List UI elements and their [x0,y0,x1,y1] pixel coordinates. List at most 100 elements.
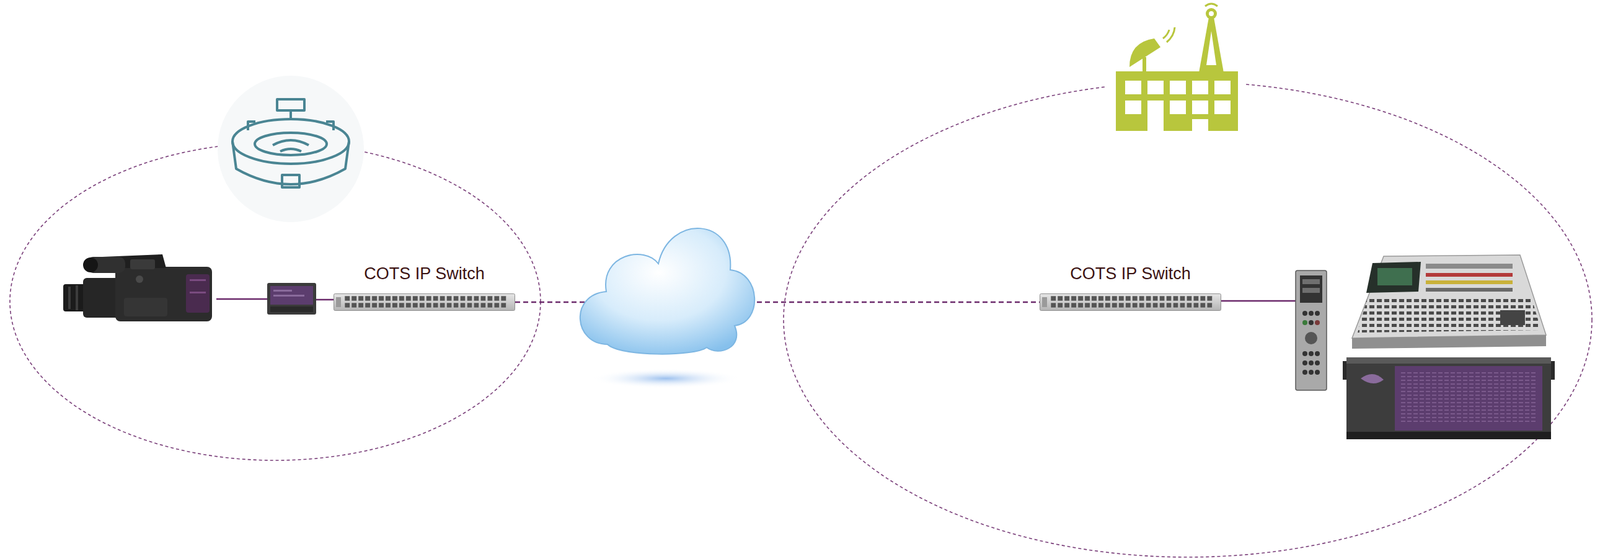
switch-chassis [1042,296,1048,307]
broadcast-building-icon [1115,8,1238,131]
cable-wire [216,298,1296,301]
switch-port [1105,295,1111,301]
broadcast-building-icon [1166,27,1175,43]
switch-port [392,302,398,308]
broadcast-building-icon [1198,17,1224,73]
remote-control-panel [1302,287,1320,293]
processing-frame [1342,357,1555,439]
switch-port [1206,302,1212,308]
switch-port [1152,302,1158,308]
stadium-icon [217,75,364,222]
broadcast-building-icon [1206,30,1217,66]
gateway-box [270,285,314,305]
switch-port [1166,295,1172,301]
processing-frame [1346,357,1552,364]
switch-port [1159,295,1165,301]
switch-port [466,302,472,308]
switch-port [1159,302,1165,308]
ip-switch: COTS IP Switch [1039,263,1222,311]
switch-label: COTS IP Switch [1039,263,1222,284]
broadcast-building-icon [1169,100,1186,115]
switch-port [1138,295,1144,301]
switch-port [399,295,405,301]
switch-port [1125,295,1131,301]
switch-port [1105,302,1111,308]
switch-port [500,302,506,308]
camera-illustration [75,285,79,310]
switcher-console [1500,309,1525,325]
broadcast-building-icon [1205,8,1217,20]
stadium-icon [247,121,256,131]
remote-control-panel [1314,360,1320,366]
switch-port [412,295,418,301]
switcher-console [1357,296,1542,333]
switcher-console [1425,272,1513,277]
stadium-icon [326,121,334,131]
switch-port [378,302,384,308]
switch-port [1193,295,1199,301]
switch-port [351,302,357,308]
broadcast-building-icon [1192,119,1209,131]
gateway-box [270,306,314,312]
switch-port [446,295,452,301]
switch-port [480,302,486,308]
switch-port [1098,295,1104,301]
switch-port [1145,302,1151,308]
switch-port [1098,302,1104,308]
switch-port [412,302,418,308]
broadcast-building-icon [1147,80,1164,95]
switch-port [1172,302,1178,308]
camera-illustration [123,297,168,317]
broadcast-building-icon [1147,100,1164,131]
broadcast-building-icon [1125,11,1231,131]
remote-control-panel [1295,270,1327,390]
switcher-console [1352,254,1547,338]
switch-chassis [1039,293,1222,311]
camera-illustration [189,278,206,281]
switch-port [371,295,377,301]
switch-port [1152,295,1158,301]
switch-port [365,295,371,301]
gateway-box [273,294,305,297]
switch-port [358,295,364,301]
switcher-console [1377,267,1413,286]
stadium-icon [232,119,350,164]
switcher-console [1425,280,1513,284]
switch-port [1200,302,1206,308]
switch-port [365,302,371,308]
switch-chassis [335,296,341,307]
switcher-console [1366,261,1421,293]
switch-chassis [333,293,516,311]
switch-port [1084,302,1090,308]
facility-zone [783,81,1592,557]
remote-control-panel [1314,350,1320,356]
switch-port [439,302,445,308]
cable-wire [1221,300,1296,302]
switch-port [426,295,432,301]
stadium-icon [272,140,309,146]
remote-control-panel [1295,270,1327,390]
remote-control-panel [1308,369,1314,375]
switch-port [385,295,391,301]
switch-port [1091,295,1097,301]
broadcast-building-icon [1214,80,1231,95]
remote-control-panel [1302,319,1308,325]
broadcast-building-icon [1169,80,1186,95]
remote-control-panel [1308,350,1314,356]
stadium-icon [217,75,364,222]
ip-switch: COTS IP Switch [333,263,516,311]
cable-wire [316,298,334,301]
broadcast-building-icon [1125,80,1142,95]
switch-port [385,302,391,308]
switch-port [1138,302,1144,308]
switcher-console [1352,334,1547,349]
remote-control-panel [1314,369,1320,375]
switch-port [344,302,350,308]
switch-port [439,295,445,301]
remote-control-panel [1304,331,1318,345]
remote-control-panel [1302,310,1308,316]
stadium-icon [232,99,350,188]
